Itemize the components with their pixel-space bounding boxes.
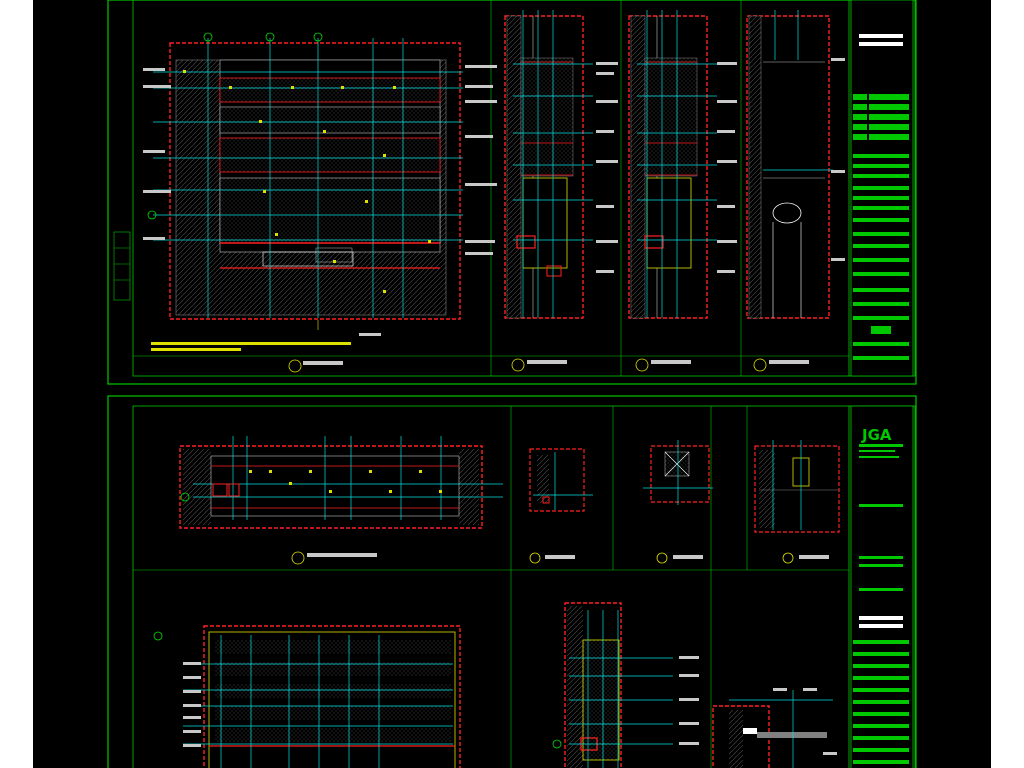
elevation-lower-right	[552, 602, 699, 768]
elevation-lower-detail	[712, 688, 837, 768]
elevation-main	[143, 32, 497, 373]
elevation-section-3	[628, 10, 737, 372]
detail-1	[529, 448, 593, 564]
title-block-bottom: JGA	[850, 405, 914, 768]
logo-text: JGA	[861, 426, 892, 444]
bottom-sheet: JGA	[107, 395, 917, 768]
cad-drawing: JGA	[107, 0, 917, 768]
title-block-top	[850, 0, 914, 377]
detail-3	[754, 440, 840, 564]
elevation-section-4	[746, 10, 845, 372]
top-sheet	[107, 0, 917, 385]
detail-2	[643, 440, 713, 564]
elevation-lower-left	[153, 625, 461, 768]
plan-view	[179, 436, 503, 565]
cad-drawing-viewport[interactable]: JGA	[33, 0, 991, 768]
elevation-section-2	[504, 10, 618, 372]
